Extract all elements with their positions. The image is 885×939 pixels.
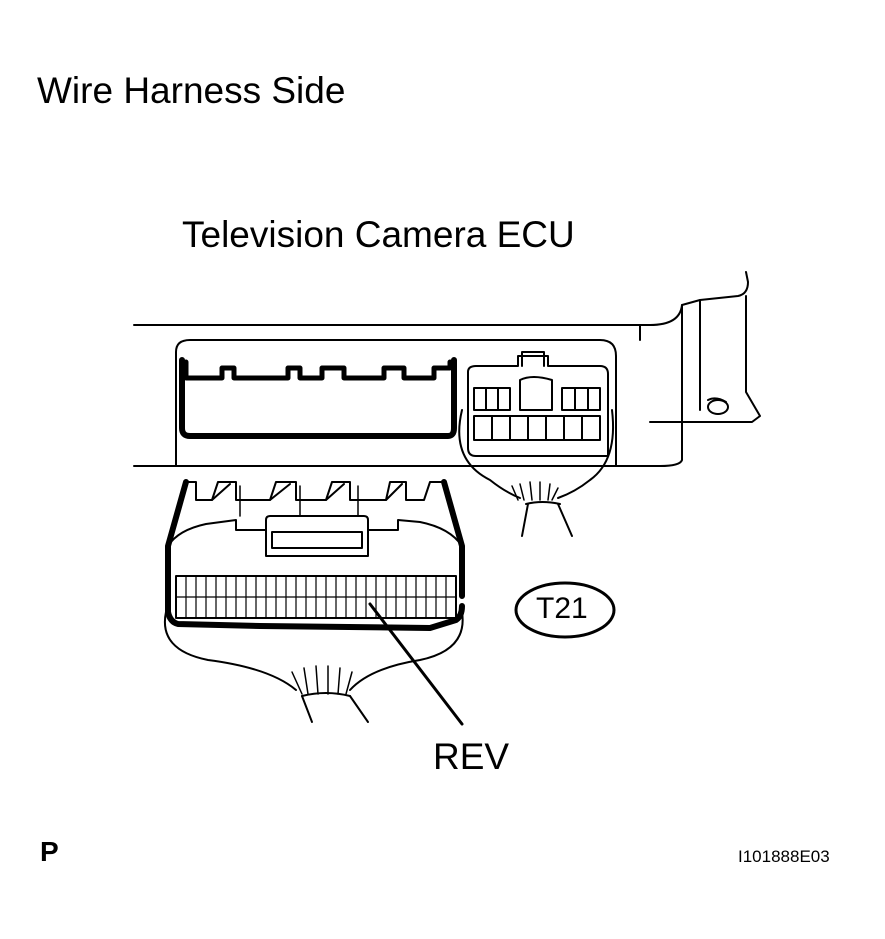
connector-code: T21 [536, 592, 588, 625]
rev-leader-line [368, 602, 464, 726]
diagram-title: Wire Harness Side [37, 70, 346, 111]
connector-code-oval [514, 581, 616, 639]
ecu-label: Television Camera ECU [182, 214, 575, 255]
large-socket [179, 357, 457, 439]
plug-pin-grid [175, 575, 457, 619]
rev-pin-label: REV [433, 736, 510, 777]
harness-plug [165, 479, 465, 631]
ecu-port-bezel [175, 339, 617, 467]
plug-wire-bundle [163, 611, 464, 723]
corner-mark: P [40, 836, 59, 867]
figure-id: I101888E03 [738, 847, 830, 866]
ecu-housing [133, 271, 761, 467]
small-socket [467, 351, 609, 457]
small-wire-bundle [458, 409, 614, 537]
